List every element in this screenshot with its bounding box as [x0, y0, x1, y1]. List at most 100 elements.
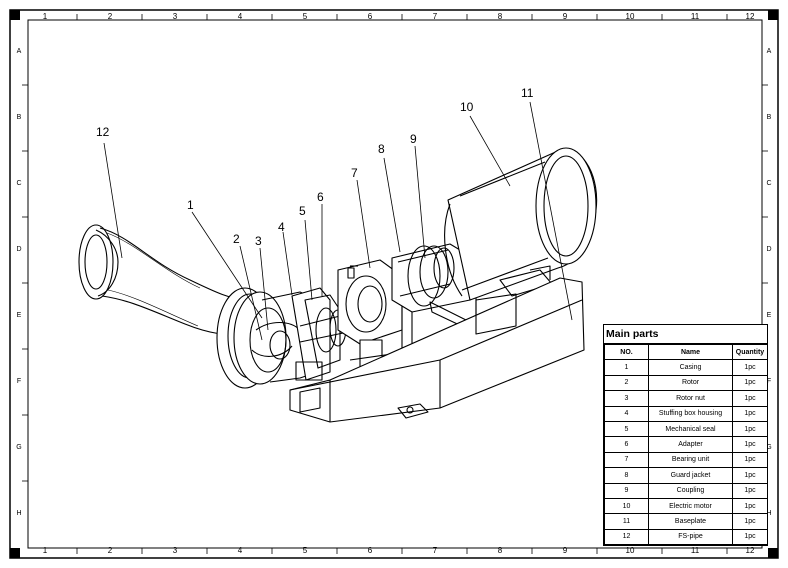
part-no: 2 — [604, 374, 649, 392]
corner-mark-bl — [10, 548, 20, 558]
part-name: Rotor nut — [648, 390, 733, 407]
part-qty: 1pc — [732, 467, 768, 484]
part-no: 9 — [604, 482, 649, 499]
col-label-bottom: 2 — [107, 546, 113, 555]
part-qty: 1pc — [732, 528, 768, 546]
pump-casing — [216, 287, 319, 389]
row-label-left: A — [16, 48, 22, 55]
part-qty: 1pc — [732, 497, 768, 515]
part-name: Adapter — [648, 436, 733, 453]
col-label-top: 10 — [625, 12, 635, 21]
col-label-top: 1 — [42, 12, 48, 21]
part-no: 3 — [604, 390, 649, 407]
col-label-bottom: 4 — [237, 546, 243, 555]
row-label-left: G — [16, 444, 22, 451]
col-label-top: 5 — [302, 12, 308, 21]
col-label-top: 3 — [172, 12, 178, 21]
part-name: Stuffing box housing — [648, 405, 733, 422]
col-label-bottom: 12 — [745, 546, 755, 555]
callout-5: 5 — [299, 204, 306, 218]
part-qty: 1pc — [732, 405, 768, 422]
part-no: 11 — [604, 513, 649, 530]
col-label-bottom: 10 — [625, 546, 635, 555]
corner-mark-tr — [768, 10, 778, 20]
row-label-right: G — [766, 444, 772, 451]
part-name: Casing — [648, 359, 733, 376]
callout-12: 12 — [96, 125, 110, 139]
col-label-top: 7 — [432, 12, 438, 21]
part-name: FS-pipe — [648, 528, 733, 546]
part-qty: 1pc — [732, 390, 768, 407]
part-name: Rotor — [648, 374, 733, 392]
row-label-left: B — [16, 114, 22, 121]
row-label-right: C — [766, 180, 772, 187]
row-label-right: D — [766, 246, 772, 253]
row-label-left: D — [16, 246, 22, 253]
part-qty: 1pc — [732, 436, 768, 453]
part-name: Baseplate — [648, 513, 733, 530]
part-no: 7 — [604, 451, 649, 469]
part-no: 6 — [604, 436, 649, 453]
callout-6: 6 — [317, 190, 324, 204]
part-qty: 1pc — [732, 482, 768, 499]
pump-assembly-drawing — [78, 147, 598, 423]
row-label-right: H — [766, 510, 772, 517]
col-label-bottom: 5 — [302, 546, 308, 555]
header-quantity: Quantity — [732, 343, 768, 361]
part-no: 12 — [604, 528, 649, 546]
col-label-bottom: 11 — [690, 546, 700, 555]
col-label-bottom: 6 — [367, 546, 373, 555]
callout-leaders — [103, 101, 573, 341]
col-label-bottom: 7 — [432, 546, 438, 555]
callout-8: 8 — [378, 142, 385, 156]
col-label-top: 8 — [497, 12, 503, 21]
table-header-row: NO. Name Quantity — [604, 343, 768, 361]
callout-9: 9 — [410, 132, 417, 146]
header-name: Name — [648, 343, 733, 361]
electric-motor — [444, 147, 598, 301]
part-no: 4 — [604, 405, 649, 422]
corner-mark-br — [768, 548, 778, 558]
callout-2: 2 — [233, 232, 240, 246]
row-label-left: C — [16, 180, 22, 187]
col-label-top: 4 — [237, 12, 243, 21]
col-label-top: 12 — [745, 12, 755, 21]
part-name: Guard jacket — [648, 467, 733, 484]
row-label-left: F — [16, 378, 22, 385]
part-name: Bearing unit — [648, 451, 733, 469]
row-label-right: E — [766, 312, 772, 319]
part-name: Coupling — [648, 482, 733, 499]
row-label-right: B — [766, 114, 772, 121]
col-label-top: 6 — [367, 12, 373, 21]
callout-4: 4 — [278, 220, 285, 234]
part-qty: 1pc — [732, 451, 768, 469]
baseplate — [289, 277, 585, 423]
row-label-left: E — [16, 312, 22, 319]
header-no: NO. — [604, 343, 649, 361]
callout-3: 3 — [255, 234, 262, 248]
callout-7: 7 — [351, 166, 358, 180]
callout-10: 10 — [460, 100, 474, 114]
part-name: Electric motor — [648, 497, 733, 515]
col-label-top: 11 — [690, 12, 700, 21]
col-label-top: 9 — [562, 12, 568, 21]
col-label-bottom: 3 — [172, 546, 178, 555]
corner-mark-tl — [10, 10, 20, 20]
part-qty: 1pc — [732, 374, 768, 392]
col-label-bottom: 8 — [497, 546, 503, 555]
callout-11: 11 — [521, 86, 534, 100]
part-no: 5 — [604, 420, 649, 438]
row-label-right: A — [766, 48, 772, 55]
part-name: Mechanical seal — [648, 420, 733, 438]
part-qty: 1pc — [732, 359, 768, 376]
